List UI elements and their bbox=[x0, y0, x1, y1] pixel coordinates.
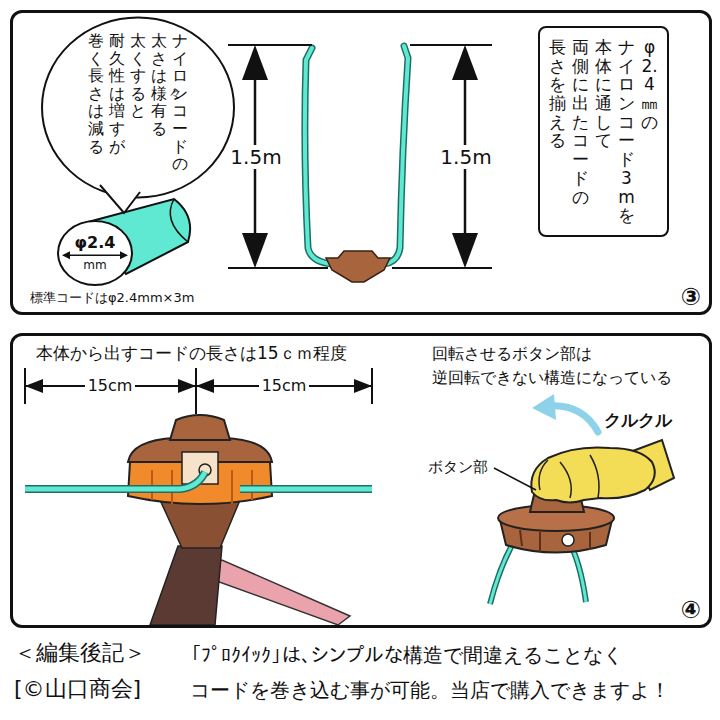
dimension-label: 1.5m bbox=[227, 145, 284, 169]
dimension-label: 15cm bbox=[259, 376, 310, 395]
dimension-tick bbox=[410, 44, 492, 46]
footer-text: 「ﾌﾟﾛｸｲｯｸ」は、シンプルな構造で間違えることなく bbox=[190, 643, 623, 667]
step-number: ④ bbox=[681, 597, 701, 623]
glove bbox=[531, 447, 654, 502]
step-heading: 本体から出すコードの長さは15ｃｍ程度 bbox=[36, 343, 347, 363]
arrowhead bbox=[452, 45, 478, 80]
instruction-text: φ2.4㎜の bbox=[641, 38, 658, 131]
note: 逆回転できない構造になっている bbox=[432, 368, 672, 387]
label-holder: 15cm bbox=[85, 376, 136, 395]
note: 標準コードはφ2.4mm×3m bbox=[30, 290, 194, 306]
arrowhead bbox=[62, 251, 70, 259]
bubble-text: ナイロンコードの bbox=[172, 32, 188, 173]
arrowhead bbox=[452, 233, 478, 268]
instruction-text: 両側に出たコードの bbox=[572, 38, 589, 206]
label-holder: 1.5m bbox=[227, 145, 284, 169]
footer-text: コードを巻き込む事が可能。当店で購入できますよ！ bbox=[190, 678, 670, 702]
corner-holder: ④ bbox=[681, 597, 701, 623]
head-slots bbox=[520, 530, 590, 552]
label-holder: クルクル bbox=[604, 410, 672, 430]
rotation-arrowhead bbox=[532, 394, 556, 420]
leader-line bbox=[494, 468, 536, 490]
step-panel: ③ ナイロンコードの太さは様々有る太くすると耐久性は増すが巻く長さは減る φ2.4 m… bbox=[10, 10, 712, 315]
glove-fingers bbox=[539, 455, 599, 498]
step-number: ③ bbox=[681, 284, 701, 310]
cord-cross-section: φ2.4 mm bbox=[57, 220, 133, 286]
dimension-tick bbox=[392, 267, 492, 269]
label-holder: 15cm bbox=[259, 376, 310, 395]
arrowhead bbox=[196, 379, 214, 393]
cord-hole bbox=[562, 534, 574, 546]
label-holder: [©山口商会] bbox=[14, 676, 141, 702]
note: 回転させるボタン部は bbox=[432, 344, 592, 363]
shaft-cone bbox=[160, 500, 240, 548]
arrowhead bbox=[242, 233, 268, 268]
bubble-tail bbox=[100, 185, 140, 213]
rotation-arrow bbox=[550, 406, 598, 432]
nylon-cord-outline bbox=[305, 46, 408, 264]
instruction-text: 長さを揃える bbox=[549, 38, 566, 150]
arrowhead bbox=[354, 379, 372, 393]
bubble-ellipse bbox=[42, 18, 234, 198]
label-holder: 標準コードはφ2.4mm×3m bbox=[30, 290, 194, 306]
footer-heading: ＜編集後記＞ bbox=[14, 640, 146, 666]
trimmer-head bbox=[326, 251, 390, 282]
speech-bubble: ナイロンコードの太さは様々有る太くすると耐久性は増すが巻く長さは減る bbox=[40, 15, 236, 200]
nylon-cord bbox=[305, 46, 408, 264]
diameter-arrow bbox=[59, 222, 131, 284]
part-name: ボタン部 bbox=[428, 458, 488, 476]
arrowhead bbox=[178, 379, 196, 393]
label-holder: 「ﾌﾟﾛｸｲｯｸ」は、シンプルな構造で間違えることなく bbox=[190, 643, 623, 667]
dimension-tick bbox=[228, 44, 312, 46]
dimension-tick bbox=[228, 267, 328, 269]
label-holder: コードを巻き込む事が可能。当店で購入できますよ！ bbox=[190, 678, 670, 702]
credit: [©山口商会] bbox=[14, 676, 141, 702]
arrowhead bbox=[25, 379, 43, 393]
dimension-tick bbox=[195, 368, 197, 414]
pink-rod bbox=[200, 560, 350, 625]
cord-cut-face bbox=[170, 199, 188, 242]
label-holder: 本体から出すコードの長さは15ｃｍ程度 bbox=[36, 343, 347, 363]
corner-holder: ③ bbox=[681, 284, 701, 310]
bubble-columns: ナイロンコードの太さは様々有る太くすると耐久性は増すが巻く長さは減る bbox=[88, 32, 188, 173]
nylon-cord bbox=[25, 472, 372, 489]
bubble-text: 巻く長さは減る bbox=[88, 32, 104, 155]
label-holder: ＜編集後記＞ bbox=[14, 640, 146, 666]
diameter-label: φ2.4 bbox=[75, 234, 116, 252]
bubble-text: 太さは様々有る bbox=[151, 32, 167, 138]
nylon-cord-outline bbox=[25, 472, 372, 489]
dimension-label: 1.5m bbox=[437, 145, 494, 169]
shaft-tube bbox=[150, 546, 222, 625]
diameter-line bbox=[69, 254, 121, 256]
instruction-text: ナイロンコード3mを bbox=[618, 38, 635, 225]
label-holder: 回転させるボタン部は bbox=[432, 344, 592, 363]
label-holder: ボタン部 bbox=[428, 458, 488, 476]
label-holder: 1.5m bbox=[437, 145, 494, 169]
label-holder: 逆回転できない構造になっている bbox=[432, 368, 672, 387]
arrowhead bbox=[120, 251, 128, 259]
diameter-label: mm bbox=[83, 259, 106, 272]
motion-label: クルクル bbox=[604, 410, 672, 430]
bubble-text: 太くすると bbox=[130, 32, 146, 120]
dimension-label: 15cm bbox=[85, 376, 136, 395]
arrowhead bbox=[242, 45, 268, 80]
bubble-text: 耐久性は増すが bbox=[109, 32, 125, 155]
head-knob bbox=[170, 415, 230, 440]
instruction-text: 本体に通して bbox=[595, 38, 612, 150]
instruction-box: φ2.4㎜のナイロンコード3mを本体に通して両側に出たコードの長さを揃える bbox=[538, 26, 669, 237]
